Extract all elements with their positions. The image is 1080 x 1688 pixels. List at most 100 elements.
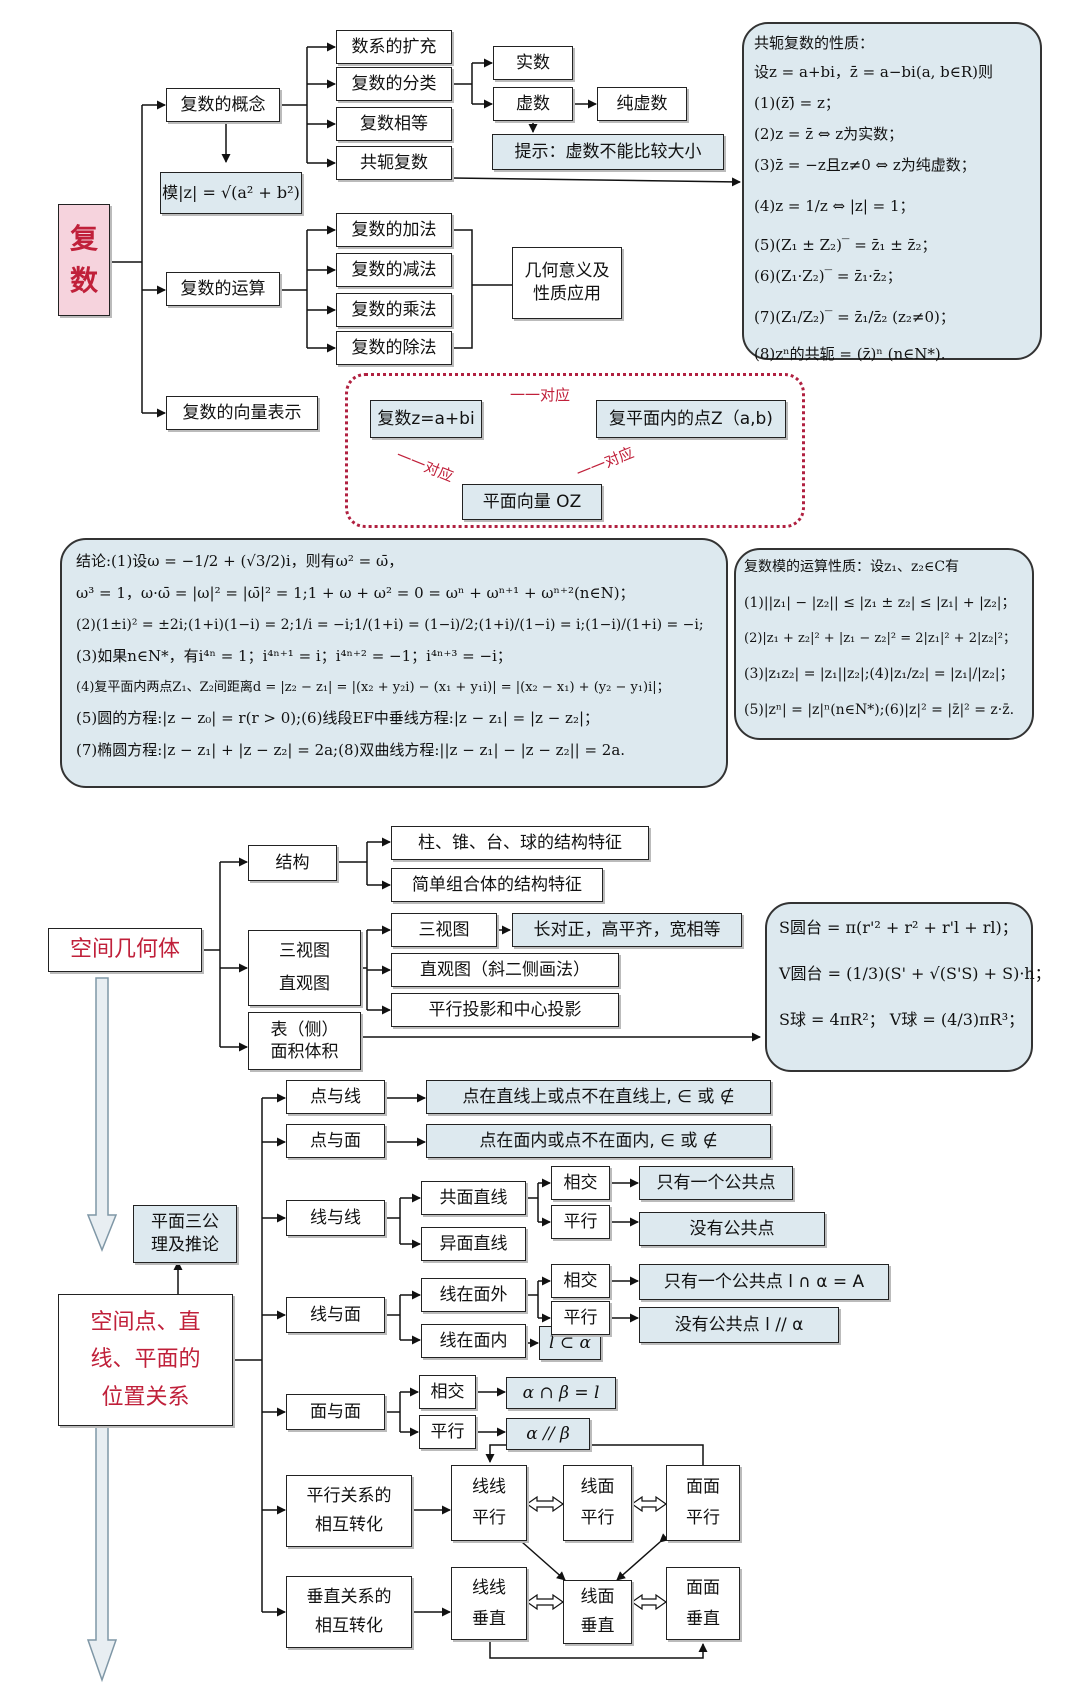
chain-label: 线线	[472, 1477, 506, 1498]
chain-label: 线面	[580, 1587, 615, 1608]
node-structure-label: 结构	[275, 852, 310, 873]
ll-one-common-text: 只有一个公共点	[656, 1172, 776, 1193]
node-views: 三视图 直观图	[248, 930, 361, 1006]
node-projection-label: 平行投影和中心投影	[428, 999, 582, 1020]
node-geometric-meaning-label: 几何意义及性质应用	[524, 261, 610, 304]
three-view-rule-text: 长对正，高平齐，宽相等	[533, 919, 721, 940]
chain-line-line-parallel: 线线 平行	[451, 1465, 527, 1541]
conjugate-line: (5)(Z₁ ± Z₂)‾ = z̄₁ ± z̄₂；	[754, 236, 937, 254]
conjugate-properties-panel: 共轭复数的性质： 设z = a+bi，z̄ = a−bi(a, b∈R)则 (1…	[742, 22, 1042, 363]
chain-line-plane-perp: 线面 垂直	[563, 1580, 632, 1644]
modulus-prop-line: (3)|z₁z₂| = |z₁||z₂|;(4)|z₁/z₂| = |z₁|/|…	[744, 666, 1014, 682]
node-structure-solids: 柱、锥、台、球的结构特征	[391, 826, 649, 860]
chain-label: 平行	[472, 1508, 506, 1528]
corr-point: 复平面内的点Z（a,b)	[596, 400, 786, 438]
node-lp-parallel: 平行	[551, 1301, 610, 1335]
node-equality-label: 复数相等	[360, 113, 428, 134]
conclusion-line: ω³ = 1，ω·ω̄ = |ω|² = |ω̄|² = 1;1 + ω + ω…	[76, 584, 635, 602]
node-parallel-transform: 平行关系的 相互转化	[286, 1475, 412, 1547]
node-real-label: 实数	[516, 52, 550, 73]
node-line-plane-label: 线与面	[310, 1304, 361, 1325]
corr-complex-label: 复数z=a+bi	[377, 408, 475, 429]
lp-one-common: 只有一个公共点 l ∩ α = A	[639, 1264, 889, 1300]
node-perp-transform: 垂直关系的 相互转化	[286, 1576, 412, 1648]
node-equality: 复数相等	[336, 107, 452, 141]
conjugate-line: (2)z = z̄ ⇔ z为实数；	[754, 125, 904, 143]
node-coplanar-label: 共面直线	[439, 1187, 508, 1208]
conclusion-line: (2)(1±i)² = ±2i;(1+i)(1−i) = 2;1/i = −i;…	[76, 617, 704, 633]
chain-label: 面面	[686, 1477, 720, 1498]
conjugate-line: (4)z = 1/z ⇔ |z| = 1；	[754, 197, 915, 215]
lp-no-common-text: 没有公共点 l // α	[674, 1314, 804, 1335]
node-multiplication-label: 复数的乘法	[351, 299, 437, 320]
point-plane-desc: 点在面内或点不在面内, ∈ 或 ∉	[426, 1124, 771, 1158]
chain-plane-plane-parallel: 面面 平行	[666, 1465, 740, 1541]
node-conjugate-label: 共轭复数	[360, 152, 428, 173]
node-axioms-label: 理及推论	[151, 1235, 219, 1255]
node-views-label: 直观图	[279, 974, 330, 994]
three-view-rule: 长对正，高平齐，宽相等	[512, 913, 742, 947]
hint-box: 提示：虚数不能比较大小	[492, 134, 724, 170]
conjugate-title: 共轭复数的性质：	[754, 34, 875, 52]
ab-parallel: α // β	[506, 1418, 590, 1450]
node-imaginary: 虚数	[493, 87, 573, 121]
point-line-desc: 点在直线上或点不在直线上, ∈ 或 ∉	[426, 1080, 771, 1114]
geometry-root-label: 空间几何体	[69, 937, 180, 963]
node-point-plane: 点与面	[286, 1124, 385, 1158]
node-projection: 平行投影和中心投影	[391, 993, 619, 1027]
chain-label: 平行	[580, 1508, 615, 1528]
conjugate-line: (8)zⁿ的共轭 = (z̄)ⁿ (n∈N*).	[754, 345, 946, 363]
node-line-line: 线与线	[286, 1200, 385, 1236]
node-ll-parallel: 平行	[551, 1205, 610, 1239]
node-vector-label: 复数的向量表示	[182, 402, 302, 423]
conjugate-line: (6)(Z₁·Z₂)‾ = z̄₁·z̄₂；	[754, 267, 902, 285]
ll-no-common: 没有公共点	[639, 1212, 825, 1246]
node-concept: 复数的概念	[166, 88, 280, 122]
node-addition-label: 复数的加法	[351, 219, 437, 240]
node-pure-imaginary: 纯虚数	[597, 87, 687, 121]
formula-line: S圆台 = π(r'² + r² + r'l + rl)；	[779, 918, 1018, 937]
complex-root: 复数	[58, 204, 110, 316]
point-plane-desc-text: 点在面内或点不在面内, ∈ 或 ∉	[479, 1130, 718, 1151]
formula-line: V圆台 = (1/3)(S' + √(S'S) + S)·h；	[779, 964, 1051, 983]
node-concept-label: 复数的概念	[180, 94, 266, 115]
node-line-line-label: 线与线	[310, 1207, 361, 1228]
node-pp-intersect-label: 相交	[430, 1381, 465, 1402]
conjugate-line: (3)z̄ = −z且z≠0 ⇔ z为纯虚数；	[754, 156, 976, 174]
conclusion-line: (4)复平面内两点Z₁、Z₂间距离d = |z₂ − z₁| = |(x₂ + …	[76, 680, 670, 695]
node-multiplication: 复数的乘法	[336, 293, 452, 327]
node-operations: 复数的运算	[166, 272, 280, 306]
modulus-formula: 模|z| = √(a² + b²)	[162, 183, 300, 203]
node-point-line: 点与线	[286, 1080, 385, 1114]
node-surface-volume: 表（侧） 面积体积	[248, 1012, 361, 1070]
node-axioms: 平面三公 理及推论	[133, 1205, 237, 1263]
conclusion-line: (5)圆的方程:|z − z₀| = r(r > 0);(6)线段EF中垂线方程…	[76, 709, 600, 727]
lp-no-common: 没有公共点 l // α	[639, 1307, 839, 1343]
node-intuitive-label: 直观图（斜二侧画法）	[420, 959, 590, 980]
modulus-prop-line: 复数模的运算性质：设z₁、z₂∈C有	[744, 559, 960, 575]
node-surface-label: 表（侧）	[270, 1019, 339, 1040]
node-operations-label: 复数的运算	[180, 278, 266, 299]
ab-intersect: α ∩ β = l	[506, 1377, 616, 1409]
conclusion-line: 结论:(1)设ω = −1/2 + (√3/2)i，则有ω² = ω̄，	[76, 552, 404, 570]
node-classification-label: 复数的分类	[351, 73, 437, 94]
point-line-desc-text: 点在直线上或点不在直线上, ∈ 或 ∉	[462, 1086, 735, 1107]
node-lp-intersect-label: 相交	[563, 1270, 598, 1291]
ll-one-common: 只有一个公共点	[639, 1166, 793, 1200]
node-pure-imaginary-label: 纯虚数	[616, 93, 668, 114]
node-vector: 复数的向量表示	[166, 396, 318, 430]
node-classification: 复数的分类	[336, 67, 452, 101]
corr-top-label: 一一对应	[510, 386, 571, 404]
modulus-prop-line: (2)|z₁ + z₂|² + |z₁ − z₂|² = 2|z₁|² + 2|…	[744, 631, 1016, 646]
corr-vector: 平面向量 OZ	[462, 484, 602, 520]
position-root-line: 线、平面的	[90, 1347, 201, 1373]
modulus-prop-line: (1)||z₁| − |z₂|| ≤ |z₁ ± z₂| ≤ |z₁| + |z…	[744, 595, 1016, 611]
node-line-plane: 线与面	[286, 1297, 385, 1333]
conclusion-line: (7)椭圆方程:|z − z₁| + |z − z₂| = 2a;(8)双曲线方…	[76, 741, 626, 759]
node-structure-combo: 简单组合体的结构特征	[391, 868, 603, 902]
node-division: 复数的除法	[336, 331, 452, 365]
node-geometric-meaning: 几何意义及性质应用	[512, 247, 622, 319]
node-division-label: 复数的除法	[351, 337, 437, 358]
node-views-label: 三视图	[279, 941, 330, 962]
node-pp-parallel: 平行	[419, 1415, 476, 1449]
